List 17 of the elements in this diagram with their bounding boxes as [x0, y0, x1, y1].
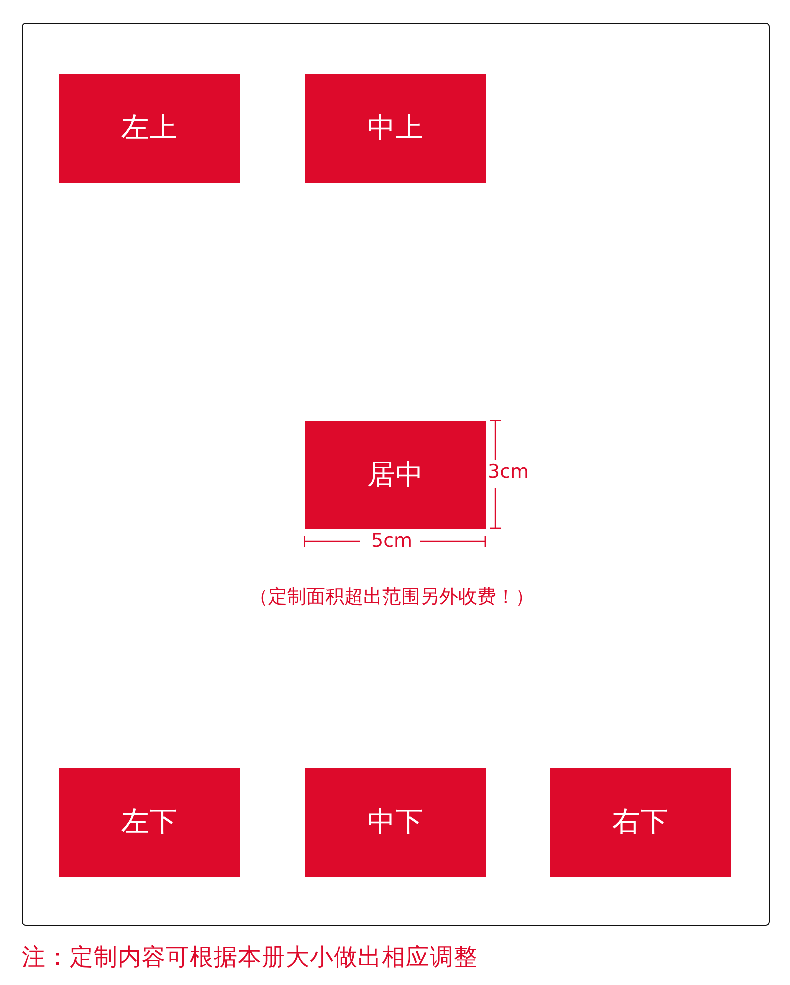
- dimension-label: 3cm: [488, 462, 530, 482]
- note-text: 注：定制内容可根据本册大小做出相应调整: [22, 945, 478, 971]
- note-text: （定制面积超出范围另外收费！）: [250, 586, 534, 608]
- position-label: 中下: [368, 807, 424, 838]
- page-frame: [22, 23, 770, 926]
- position-box: [305, 421, 486, 529]
- position-label: 左上: [122, 113, 178, 144]
- position-box: [59, 74, 240, 183]
- position-label: 左下: [122, 807, 178, 838]
- position-label: 中上: [368, 113, 424, 144]
- dimension-label: 5cm: [372, 530, 413, 552]
- position-box: [305, 768, 486, 877]
- position-label: 右下: [612, 807, 668, 838]
- position-box: [305, 74, 486, 183]
- position-label: 居中: [368, 460, 424, 490]
- position-box: [550, 768, 731, 877]
- position-box: [59, 768, 240, 877]
